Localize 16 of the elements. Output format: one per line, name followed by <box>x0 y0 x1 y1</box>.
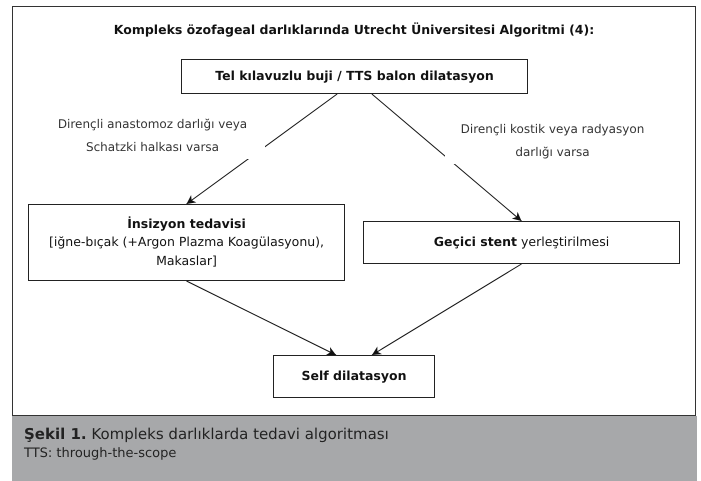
caption-note: TTS: through-the-scope <box>24 446 176 461</box>
box-text: Geçici stent yerleştirilmesi <box>434 233 610 252</box>
diagram-title: Kompleks özofageal darlıklarında Utrecht Üniversitesi Algoritmi (4): <box>112 22 596 37</box>
arrow <box>186 94 338 204</box>
arrow <box>372 264 522 356</box>
arrow <box>186 280 336 356</box>
figure-caption: Şekil 1. Kompleks darlıklarda tedavi algoritması <box>24 425 390 443</box>
process-box <box>181 59 528 94</box>
arrow <box>371 94 522 222</box>
process-box <box>28 204 345 281</box>
process-box <box>363 221 680 264</box>
box-text: Tel kılavuzlu buji / TTS balon dilatasyon <box>215 67 494 86</box>
process-box <box>273 355 435 398</box>
box-text: [iğne-bıçak (+Argon Plazma Koagülasyonu), Makaslar] <box>48 233 326 270</box>
box-text: Self dilatasyon <box>302 367 406 386</box>
box-heading: İnsizyon tedavisi <box>127 215 246 234</box>
